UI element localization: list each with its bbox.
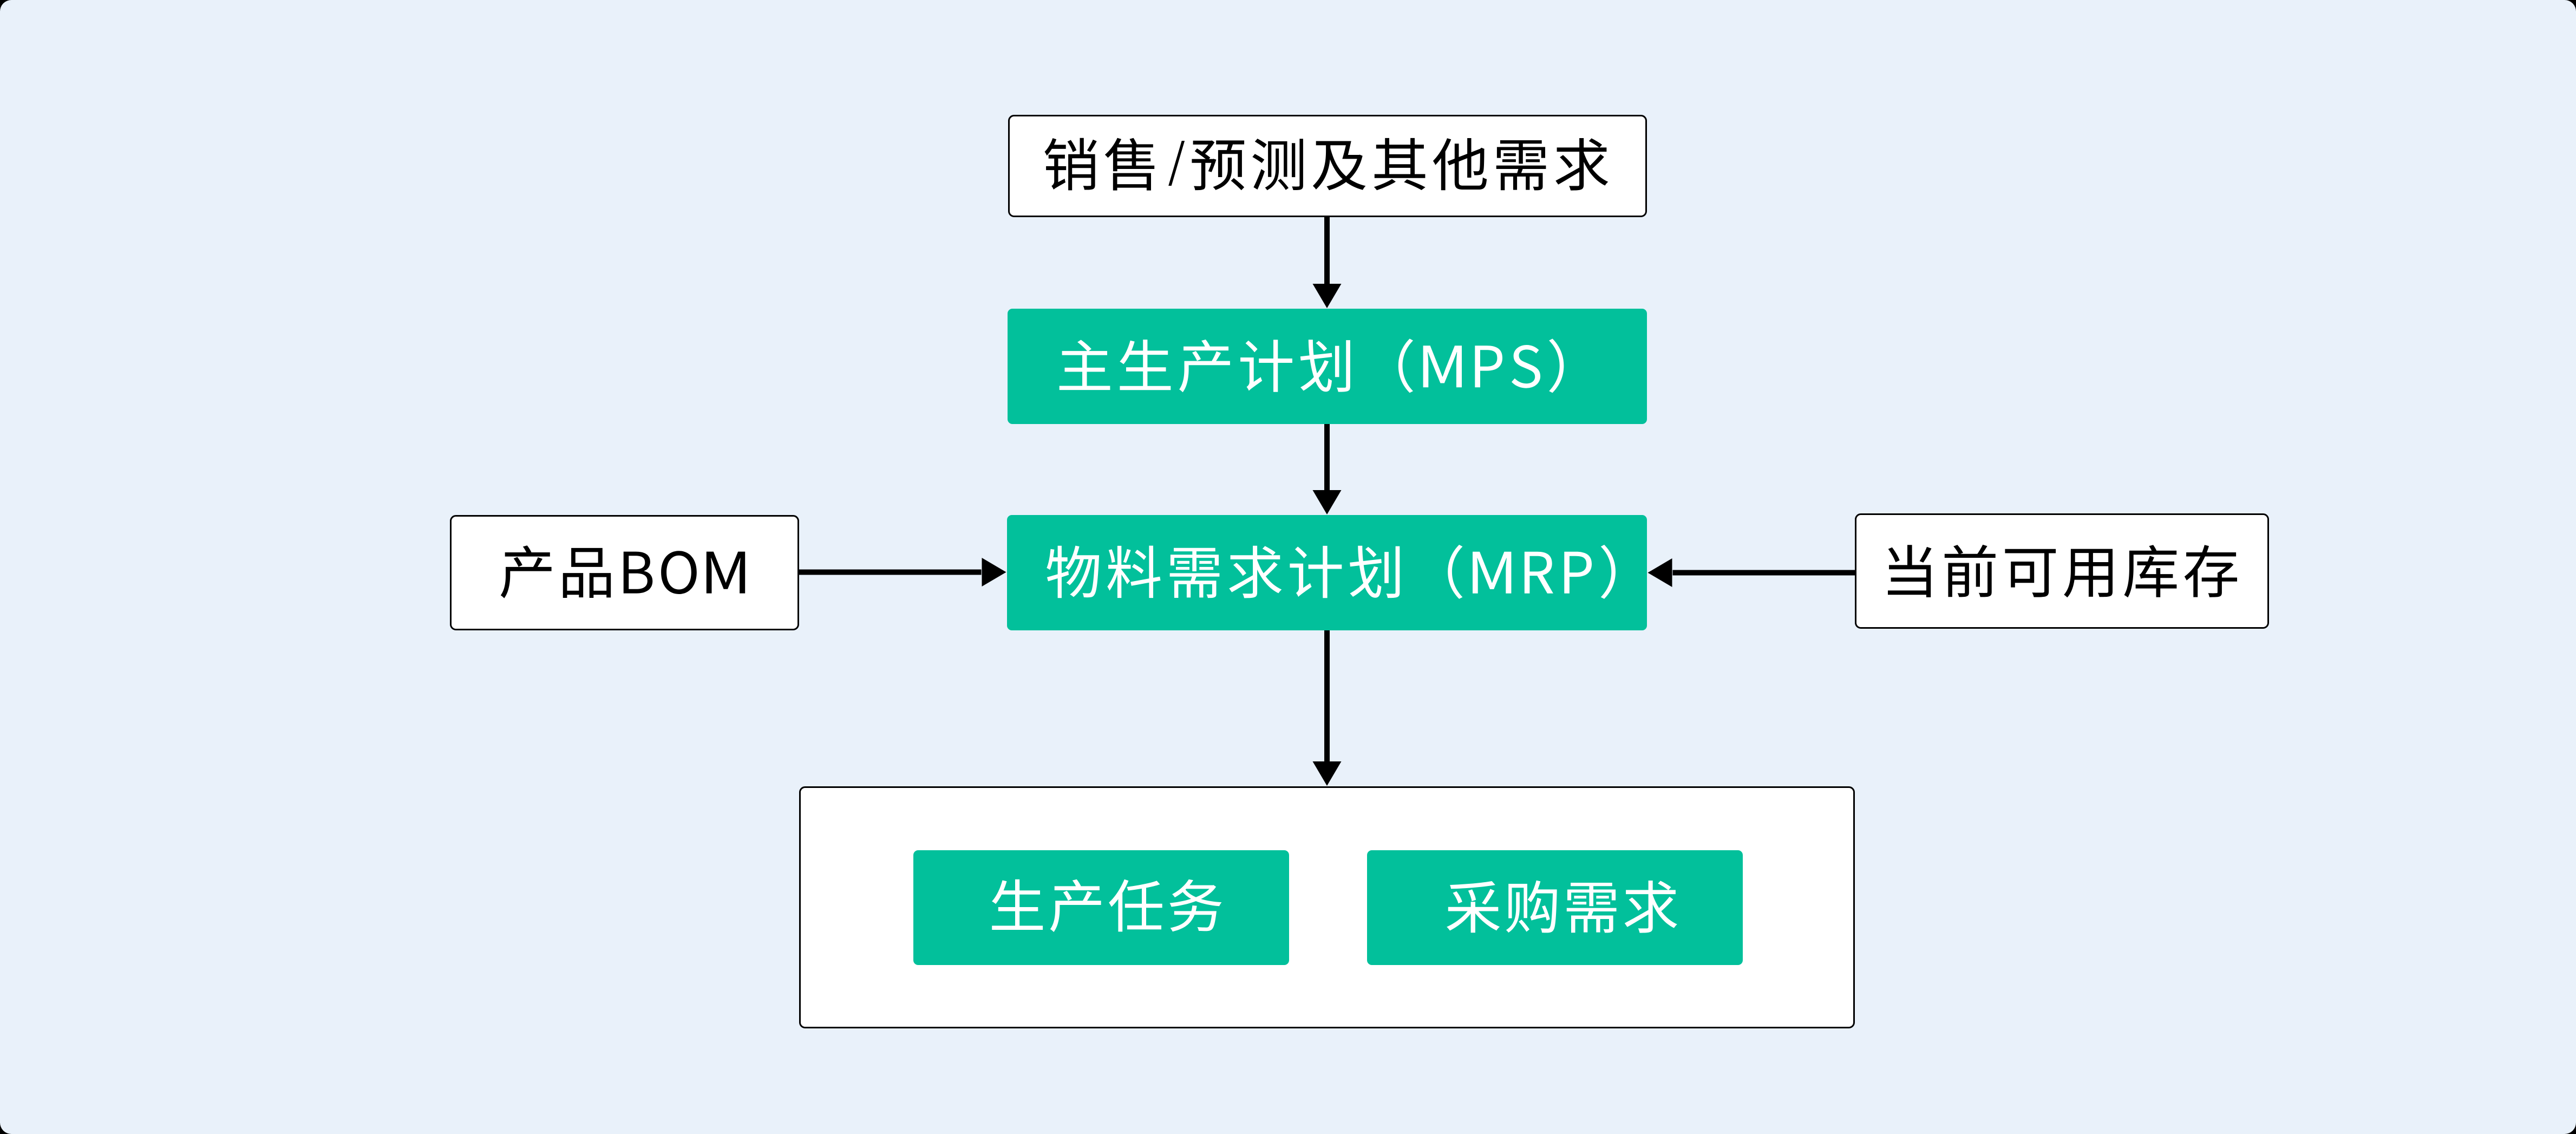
node-mrp-label: 物料需求计划（MRP）: [1007, 515, 1647, 630]
node-bom-label: 产品BOM: [452, 517, 797, 629]
node-mps-label: 主生产计划（MPS）: [1008, 309, 1647, 424]
arrow-mps-to-mrp: [1312, 424, 1342, 514]
node-purchase-label: 采购需求: [1367, 850, 1743, 965]
node-inventory: 当前可用库存: [1855, 513, 2269, 629]
node-purchase: 采购需求: [1367, 850, 1743, 965]
arrow-inventory-to-mrp: [1647, 558, 1855, 587]
node-bom: 产品BOM: [450, 515, 799, 630]
node-mrp: 物料需求计划（MRP）: [1007, 515, 1647, 630]
node-sales: 销售/预测及其他需求: [1008, 114, 1647, 217]
node-sales-label: 销售/预测及其他需求: [1010, 116, 1645, 216]
arrow-sales-to-mps: [1312, 217, 1342, 308]
arrow-mrp-to-outputs: [1312, 630, 1342, 786]
node-inventory-label: 当前可用库存: [1856, 515, 2267, 627]
node-production: 生产任务: [913, 850, 1289, 965]
node-mps: 主生产计划（MPS）: [1008, 309, 1647, 424]
node-production-label: 生产任务: [913, 850, 1289, 965]
arrow-bom-to-mrp: [799, 558, 1006, 586]
